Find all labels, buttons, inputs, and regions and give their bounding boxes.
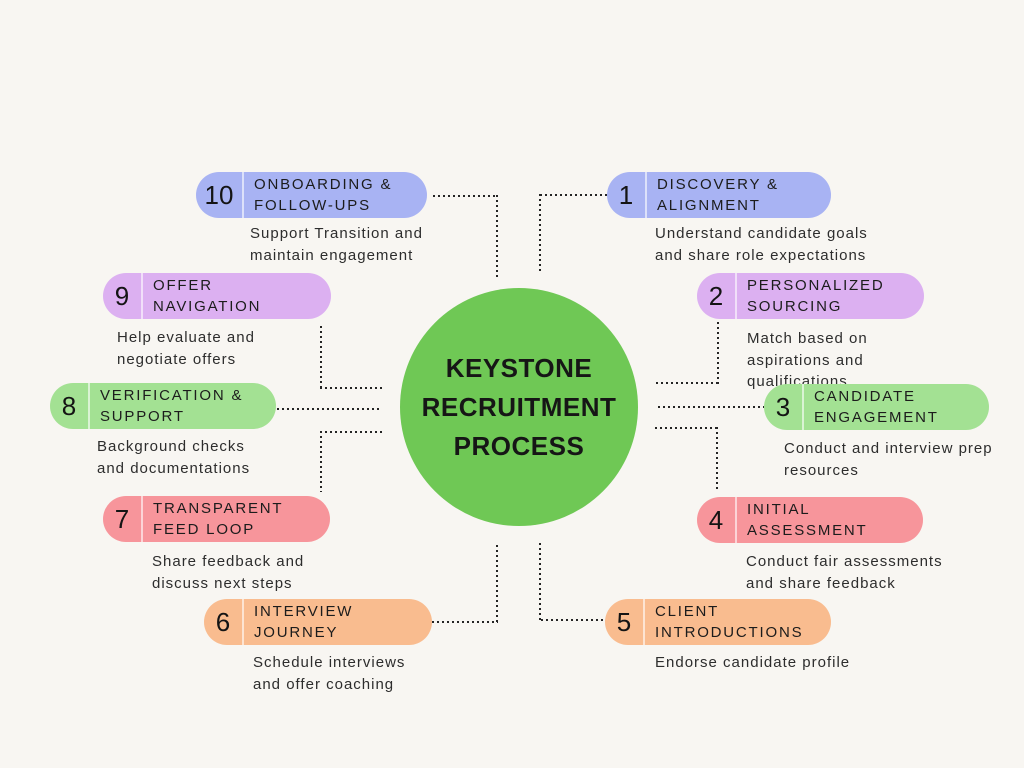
pill-divider [141, 273, 143, 319]
connector-step-1-horizontal [540, 194, 607, 196]
step-10-description: Support Transition and maintain engageme… [250, 225, 423, 264]
step-5-description: Endorse candidate profile [655, 654, 851, 671]
connector-step-4-horizontal [655, 427, 718, 429]
connector-step-9-vertical [320, 326, 322, 389]
step-5-title: CLIENT INTRODUCTIONS [655, 603, 804, 641]
connector-step-4-vertical [716, 427, 718, 490]
connector-step-7-vertical [320, 431, 322, 492]
step-4-description: Conduct fair assessments and share feedb… [746, 553, 943, 592]
step-9-pill: 9 OFFER NAVIGATION [103, 273, 331, 319]
step-2-description: Match based on aspirations and qualifica… [747, 330, 868, 390]
step-5-pill: 5 CLIENT INTRODUCTIONS [605, 599, 831, 645]
pill-divider [242, 172, 244, 218]
connector-step-8-horizontal [277, 408, 379, 410]
step-6-title: INTERVIEW JOURNEY [254, 603, 354, 641]
connector-step-9-horizontal [320, 387, 384, 389]
step-1-title: DISCOVERY & ALIGNMENT [657, 176, 779, 214]
step-8-pill: 8 VERIFICATION & SUPPORT [50, 383, 276, 429]
step-6-pill: 6 INTERVIEW JOURNEY [204, 599, 432, 645]
step-5-number: 5 [616, 606, 632, 637]
step-7-number: 7 [114, 503, 130, 534]
step-1-number: 1 [618, 179, 634, 210]
step-8-number: 8 [61, 390, 77, 421]
step-9-title: OFFER NAVIGATION [153, 277, 262, 315]
pill-divider [735, 273, 737, 319]
connector-step-5-vertical [539, 543, 541, 622]
pill-divider [802, 384, 804, 430]
step-4-title: INITIAL ASSESSMENT [747, 501, 868, 539]
pill-divider [643, 599, 645, 645]
pill-divider [645, 172, 647, 218]
connector-step-1-vertical [539, 194, 541, 272]
connector-step-5-horizontal [541, 619, 607, 621]
step-2-title: PERSONALIZED SOURCING [747, 277, 885, 315]
connector-step-3-horizontal [658, 406, 764, 408]
step-3-number: 3 [775, 391, 791, 422]
pill-divider [242, 599, 244, 645]
step-1-description: Understand candidate goals and share rol… [655, 225, 868, 264]
step-6-description: Schedule interviews and offer coaching [253, 654, 406, 693]
step-2-number: 2 [708, 280, 724, 311]
connector-step-6-horizontal [432, 621, 498, 623]
step-8-title: VERIFICATION & SUPPORT [100, 387, 244, 425]
step-2-pill: 2 PERSONALIZED SOURCING [697, 273, 924, 319]
pill-divider [141, 496, 143, 542]
step-6-number: 6 [215, 606, 231, 637]
connector-step-2-horizontal [656, 382, 718, 384]
step-3-title: CANDIDATE ENGAGEMENT [814, 388, 939, 426]
step-4-pill: 4 INITIAL ASSESSMENT [697, 497, 923, 543]
step-9-number: 9 [114, 280, 130, 311]
step-3-pill: 3 CANDIDATE ENGAGEMENT [764, 384, 989, 430]
step-1-pill: 1 DISCOVERY & ALIGNMENT [607, 172, 831, 218]
step-9-description: Help evaluate and negotiate offers [117, 329, 255, 368]
step-10-number: 10 [204, 179, 234, 210]
step-10-pill: 10 ONBOARDING & FOLLOW-UPS [196, 172, 427, 218]
step-7-pill: 7 TRANSPARENT FEED LOOP [103, 496, 330, 542]
connector-step-10-horizontal [433, 195, 498, 197]
connector-step-2-vertical [717, 322, 719, 384]
connector-step-7-horizontal [320, 431, 382, 433]
pill-divider [735, 497, 737, 543]
step-3-description: Conduct and interview prep resources [784, 440, 993, 479]
step-7-title: TRANSPARENT FEED LOOP [153, 500, 284, 538]
step-4-number: 4 [708, 504, 724, 535]
connector-step-6-vertical [496, 545, 498, 623]
step-10-title: ONBOARDING & FOLLOW-UPS [254, 176, 393, 214]
pill-divider [88, 383, 90, 429]
connector-step-10-vertical [496, 195, 498, 278]
step-8-description: Background checks and documentations [97, 438, 251, 477]
diagram-title: KEYSTONE RECRUITMENT PROCESS [421, 352, 617, 461]
center-circle: KEYSTONE RECRUITMENT PROCESS [400, 288, 638, 526]
step-7-description: Share feedback and discuss next steps [152, 553, 305, 592]
